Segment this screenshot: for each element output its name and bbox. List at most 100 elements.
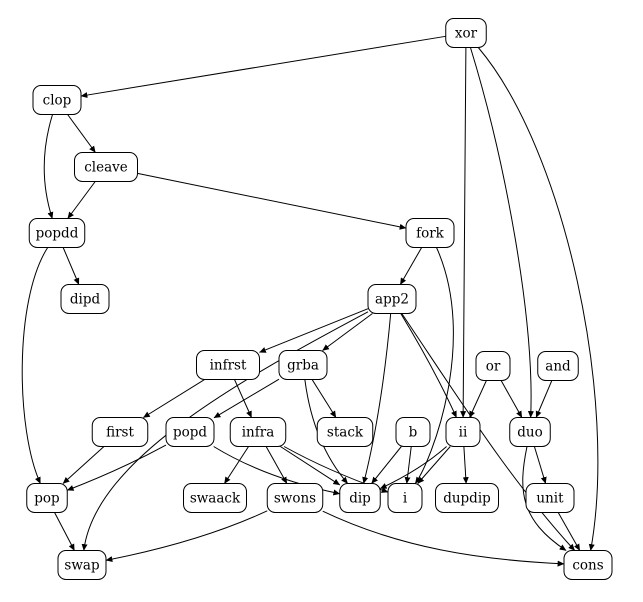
edge-infrst-infra [234,379,252,418]
node-swap-box [57,550,107,580]
edge-first-pop [62,446,105,484]
node-dipd: dipd [60,284,110,314]
node-unit-box [525,483,575,513]
node-cleave-label: cleave [84,160,128,176]
node-swap-label: swap [64,558,99,574]
node-fork: fork [405,218,455,248]
node-pop: pop [26,483,68,513]
edge-ii-dupdip [462,446,469,484]
node-swons: swons [266,483,324,513]
edge-clop-cleave [67,114,96,153]
node-popd: popd [165,417,215,447]
edge-pop-swap [54,512,75,551]
edge-xor-ii [460,47,467,418]
edge-ii-i [417,446,451,484]
edge-swons-swap [105,510,268,563]
node-dip-box [339,483,381,513]
node-cleave: cleave [74,152,138,182]
edge-swons-cons [322,510,565,567]
node-infra-label: infra [242,425,275,441]
node-popd-box [165,417,215,447]
node-pop-box [26,483,68,513]
edge-fork-app2 [399,247,423,285]
node-stack-box [316,417,374,447]
node-stack: stack [316,417,374,447]
node-dipd-box [60,284,110,314]
edge-app2-cons [401,313,576,551]
edge-popd-pop [66,444,167,491]
node-i-box [387,483,423,513]
node-first-label: first [106,425,134,441]
node-swaack: swaack [183,483,247,513]
node-b-label: b [409,425,418,441]
edge-b-i [404,446,412,484]
node-first: first [91,417,149,447]
edge-infra-swons [265,446,288,484]
node-pop-label: pop [34,491,59,507]
edge-grba-popd [213,378,280,419]
node-and: and [537,351,579,381]
node-i-label: i [403,491,408,507]
node-clop-label: clop [43,93,72,109]
node-ii-box [445,417,481,447]
edge-grba-stack [311,379,337,418]
edge-clop-popdd [43,114,54,219]
node-unit-label: unit [536,491,564,507]
node-dupdip: dupdip [435,483,499,513]
node-cleave-box [74,152,138,182]
node-dupdip-label: dupdip [443,491,491,507]
node-cons: cons [563,550,613,580]
node-infra: infra [229,417,287,447]
node-grba-label: grba [287,358,319,374]
node-app2-box [367,284,417,314]
node-swons-box [266,483,324,513]
edge-app2-grba [322,313,373,351]
node-fork-box [405,218,455,248]
node-app2: app2 [367,284,417,314]
node-fork-label: fork [416,226,445,242]
edge-app2-infrst [259,308,369,353]
edge-app2-dip [362,313,392,484]
node-infrst-box [196,350,260,380]
edge-unit-cons [557,512,581,551]
edge-and-duo [535,380,553,418]
edge-or-ii [469,380,487,418]
node-b: b [395,417,431,447]
node-infra-box [229,417,287,447]
node-or-label: or [486,359,501,375]
node-and-label: and [545,359,571,375]
node-swaack-box [183,483,247,513]
edge-infrst-first [143,379,205,418]
node-clop: clop [32,85,82,115]
node-swaack-label: swaack [190,491,241,507]
node-unit: unit [525,483,575,513]
node-dupdip-box [435,483,499,513]
node-popdd-label: popdd [36,226,79,242]
node-dip-label: dip [349,491,371,507]
edge-b-dip [371,446,402,484]
node-or: or [475,351,511,381]
node-popd-label: popd [173,425,207,441]
node-xor: xor [445,18,487,48]
node-dip: dip [339,483,381,513]
node-popdd: popdd [28,218,86,248]
node-xor-label: xor [455,26,478,42]
node-cons-box [563,550,613,580]
node-swap: swap [57,550,107,580]
node-or-box [475,351,511,381]
node-i: i [387,483,423,513]
edge-infra-dip [280,446,341,486]
edge-xor-clop [80,35,446,98]
edge-fork-i [414,247,454,484]
edge-cleave-fork [137,172,407,230]
node-swons-label: swons [274,491,316,507]
node-ii-label: ii [459,425,468,441]
node-infrst-label: infrst [210,358,247,374]
node-cons-label: cons [572,558,603,574]
node-clop-box [32,85,82,115]
edge-xor-duo [469,47,534,418]
edge-cleave-popdd [67,181,96,219]
node-popdd-box [28,218,86,248]
